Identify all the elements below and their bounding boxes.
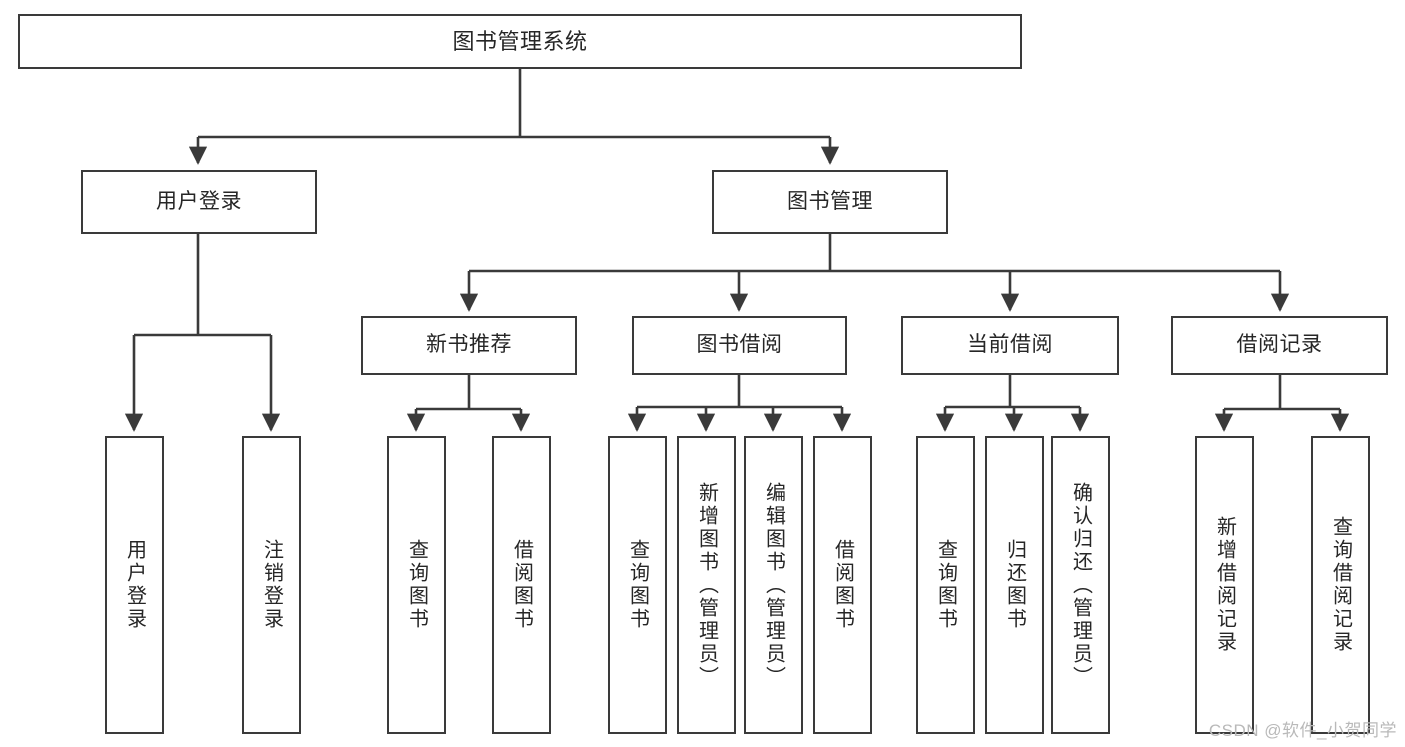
node-label: 编辑图书（管理员） <box>762 481 785 689</box>
node-label: 用户登录 <box>123 539 146 631</box>
node-user-login[interactable]: 用户登录 <box>81 170 317 234</box>
leaf-new-book-borrow[interactable]: 借阅图书 <box>492 436 551 734</box>
node-borrow-record[interactable]: 借阅记录 <box>1171 316 1388 375</box>
leaf-borrow-record-query[interactable]: 查询借阅记录 <box>1311 436 1370 734</box>
leaf-book-borrow-query[interactable]: 查询图书 <box>608 436 667 734</box>
node-label: 当前借阅 <box>967 333 1053 357</box>
node-book-borrow[interactable]: 图书借阅 <box>632 316 847 375</box>
leaf-book-borrow-borrow[interactable]: 借阅图书 <box>813 436 872 734</box>
node-label: 新增图书（管理员） <box>695 481 718 689</box>
leaf-current-borrow-confirm-return[interactable]: 确认归还（管理员） <box>1051 436 1110 734</box>
node-label: 新增借阅记录 <box>1213 516 1236 654</box>
leaf-book-borrow-edit[interactable]: 编辑图书（管理员） <box>744 436 803 734</box>
node-label: 图书借阅 <box>696 333 783 357</box>
node-label: 查询借阅记录 <box>1329 516 1352 654</box>
node-label: 确认归还（管理员） <box>1069 481 1092 689</box>
node-book-management[interactable]: 图书管理 <box>712 170 948 234</box>
node-label: 借阅记录 <box>1236 333 1323 357</box>
leaf-new-book-query[interactable]: 查询图书 <box>387 436 446 734</box>
leaf-book-borrow-add[interactable]: 新增图书（管理员） <box>677 436 736 734</box>
node-label: 注销登录 <box>260 539 283 631</box>
leaf-current-borrow-return[interactable]: 归还图书 <box>985 436 1044 734</box>
node-root-book-management-system[interactable]: 图书管理系统 <box>18 14 1022 69</box>
node-current-borrow[interactable]: 当前借阅 <box>901 316 1119 375</box>
node-label: 图书管理系统 <box>452 28 588 54</box>
node-label: 新书推荐 <box>426 333 512 357</box>
node-new-book-recommend[interactable]: 新书推荐 <box>361 316 577 375</box>
node-label: 图书管理 <box>787 189 873 213</box>
leaf-user-login-login[interactable]: 用户登录 <box>105 436 164 734</box>
node-label: 用户登录 <box>156 189 242 213</box>
node-label: 查询图书 <box>626 539 649 631</box>
leaf-current-borrow-query[interactable]: 查询图书 <box>916 436 975 734</box>
node-label: 查询图书 <box>405 539 428 631</box>
node-label: 查询图书 <box>934 539 957 631</box>
node-label: 归还图书 <box>1003 539 1026 631</box>
node-label: 借阅图书 <box>831 539 854 631</box>
leaf-borrow-record-add[interactable]: 新增借阅记录 <box>1195 436 1254 734</box>
node-label: 借阅图书 <box>510 539 533 631</box>
leaf-user-login-logout[interactable]: 注销登录 <box>242 436 301 734</box>
